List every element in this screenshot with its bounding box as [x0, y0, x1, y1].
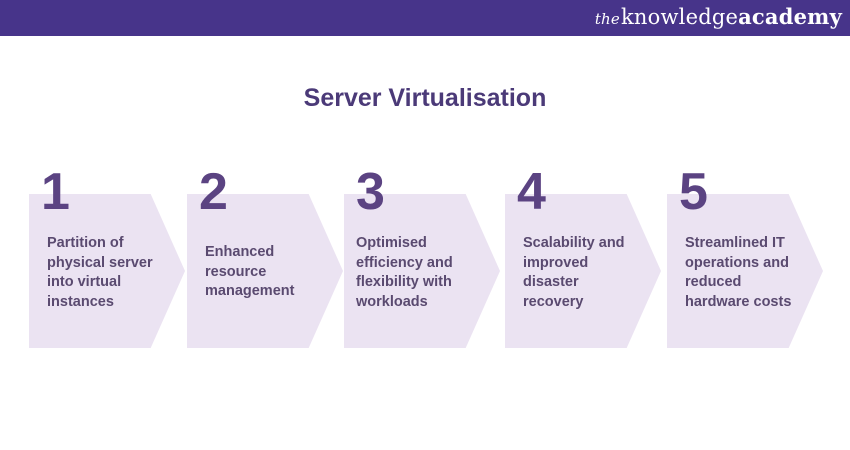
step-3-text: Optimised efficiency and flexibility wit…: [356, 235, 453, 310]
step-3-chevron: [344, 194, 500, 348]
brand-academy: academy: [738, 4, 842, 29]
brand-the: the: [594, 10, 620, 28]
step-1-number: 1: [41, 163, 70, 221]
header-bar: theknowledgeacademy: [0, 0, 850, 36]
step-3: 3 Optimised efficiency and flexibility w…: [344, 166, 500, 348]
step-4-number: 4: [517, 163, 546, 221]
brand-knowledge: knowledge: [620, 5, 739, 29]
step-4-chevron: [505, 194, 661, 348]
step-5-text: Streamlined IT operations and reduced ha…: [685, 235, 792, 310]
step-4: 4 Scalability and improved disaster reco…: [505, 166, 661, 348]
page-title: Server Virtualisation: [303, 84, 547, 112]
step-1-chevron: [29, 194, 185, 348]
step-4-text: Scalability and improved disaster recove…: [523, 235, 625, 310]
step-5-number: 5: [679, 163, 708, 221]
step-5: 5 Streamlined IT operations and reduced …: [667, 166, 823, 348]
step-2: 2 Enhanced resource management: [187, 166, 343, 348]
step-2-text: Enhanced resource management: [205, 244, 295, 299]
step-1-text: Partition of physical server into virtua…: [47, 235, 153, 310]
step-2-number: 2: [199, 163, 228, 221]
step-1: 1 Partition of physical server into virt…: [29, 166, 185, 348]
brand-logo: theknowledgeacademy: [595, 4, 842, 29]
step-5-chevron: [667, 194, 823, 348]
step-2-chevron: [187, 194, 343, 348]
step-3-number: 3: [356, 163, 385, 221]
